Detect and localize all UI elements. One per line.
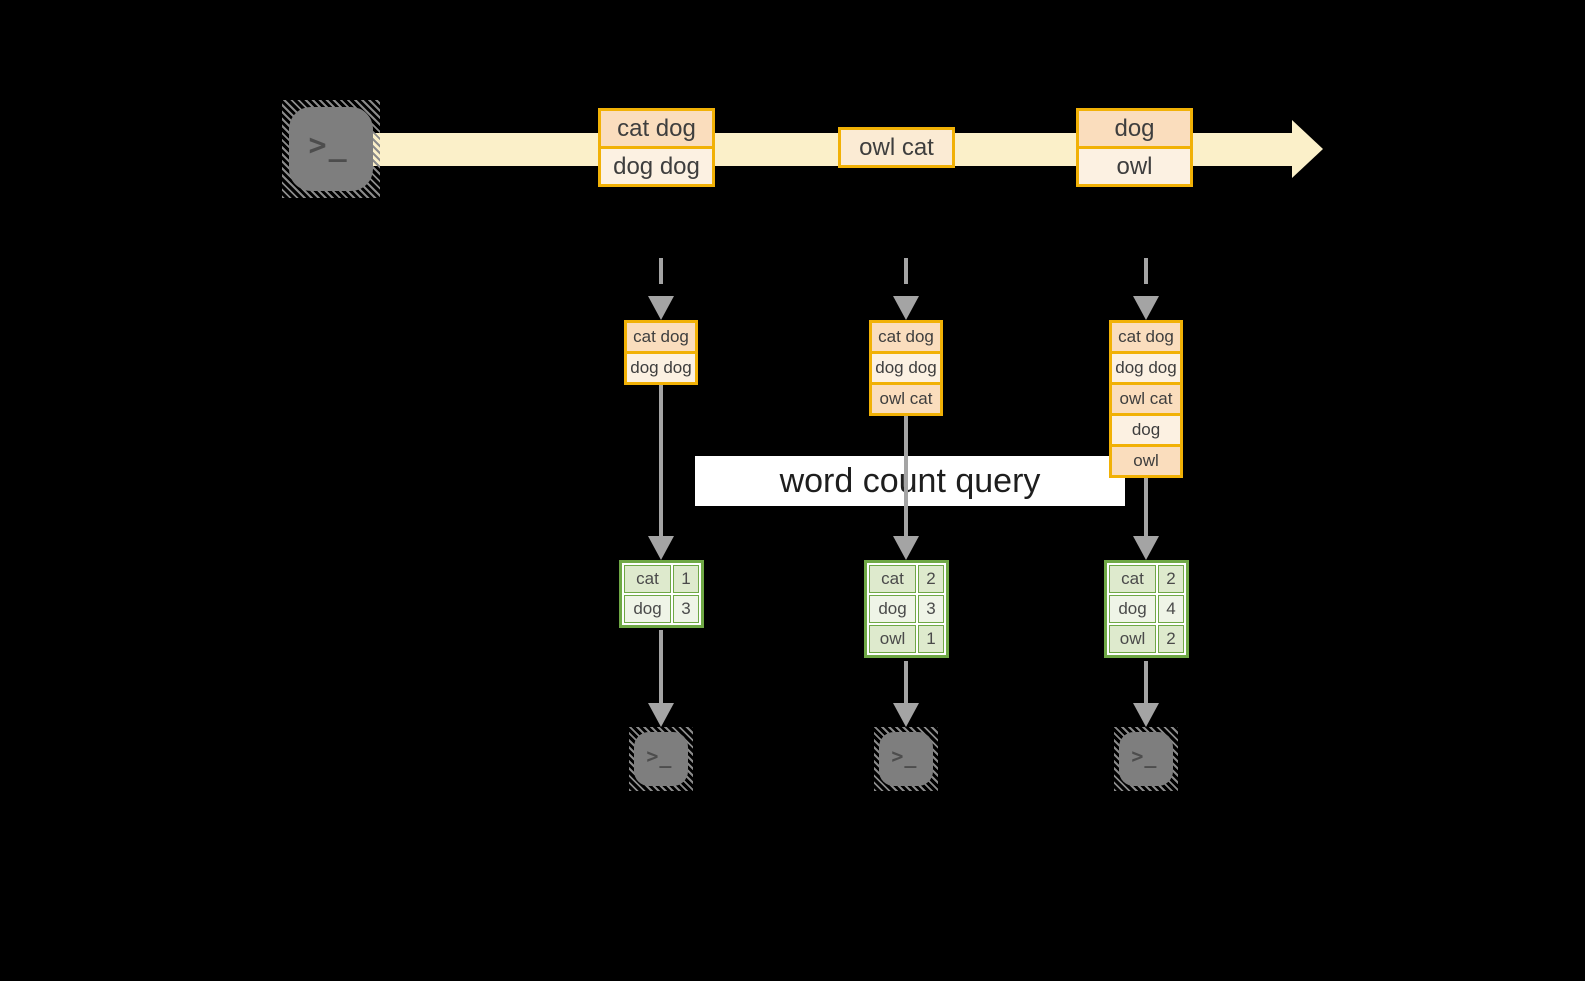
flow-arrowhead-icon xyxy=(1133,536,1159,560)
ingest-arrowhead-icon xyxy=(893,296,919,320)
terminal-body: >_ xyxy=(1119,732,1173,786)
state-box-3: cat dog dog dog owl cat dog owl xyxy=(1109,320,1183,478)
result-count-cell: 1 xyxy=(673,565,699,593)
result-word-cell: owl xyxy=(1109,625,1156,653)
result-count-cell: 3 xyxy=(673,595,699,623)
terminal-prompt-glyph: >_ xyxy=(308,127,349,163)
terminal-prompt-glyph: >_ xyxy=(646,744,673,769)
flow-arrowhead-icon xyxy=(648,703,674,727)
state-record: owl cat xyxy=(872,385,940,413)
result-count-cell: 3 xyxy=(918,595,944,623)
state-record: owl xyxy=(1112,447,1180,475)
query-label-band: word count query xyxy=(695,456,1125,506)
sink-terminal-icon-1: >_ xyxy=(629,727,693,791)
terminal-body: >_ xyxy=(879,732,933,786)
state-box-2: cat dog dog dog owl cat xyxy=(869,320,943,416)
result-count-cell: 4 xyxy=(1158,595,1184,623)
ingest-arrowhead-icon xyxy=(648,296,674,320)
result-word-cell: owl xyxy=(869,625,916,653)
result-word-cell: cat xyxy=(1109,565,1156,593)
state-record: dog dog xyxy=(627,354,695,382)
stream-record: owl cat xyxy=(841,130,952,165)
ingest-arrow-dash xyxy=(659,258,663,284)
flow-arrowhead-icon xyxy=(648,536,674,560)
state-record: dog dog xyxy=(1112,354,1180,382)
terminal-prompt-glyph: >_ xyxy=(891,744,918,769)
stream-record: owl xyxy=(1079,149,1190,184)
result-count-cell: 2 xyxy=(918,565,944,593)
state-record: cat dog xyxy=(627,323,695,351)
flow-line xyxy=(904,661,908,703)
sink-terminal-icon-2: >_ xyxy=(874,727,938,791)
result-word-cell: dog xyxy=(624,595,671,623)
flow-arrowhead-icon xyxy=(893,536,919,560)
result-word-cell: cat xyxy=(624,565,671,593)
state-record: dog xyxy=(1112,416,1180,444)
stream-record: cat dog xyxy=(601,111,712,146)
flow-arrowhead-icon xyxy=(1133,703,1159,727)
stream-record: dog xyxy=(1079,111,1190,146)
sink-terminal-icon-3: >_ xyxy=(1114,727,1178,791)
result-word-cell: dog xyxy=(1109,595,1156,623)
result-table-3: cat 2 dog 4 owl 2 xyxy=(1104,560,1189,658)
result-count-cell: 2 xyxy=(1158,565,1184,593)
stream-record: dog dog xyxy=(601,149,712,184)
result-count-cell: 2 xyxy=(1158,625,1184,653)
flow-line xyxy=(1144,478,1148,536)
result-table-1: cat 1 dog 3 xyxy=(619,560,704,628)
flow-line xyxy=(904,416,908,536)
result-word-cell: dog xyxy=(869,595,916,623)
flow-arrowhead-icon xyxy=(893,703,919,727)
state-record: owl cat xyxy=(1112,385,1180,413)
result-word-cell: cat xyxy=(869,565,916,593)
flow-line xyxy=(659,385,663,536)
stream-record-box-1: cat dog dog dog xyxy=(598,108,715,187)
flow-line xyxy=(1144,661,1148,703)
result-count-cell: 1 xyxy=(918,625,944,653)
state-record: cat dog xyxy=(1112,323,1180,351)
query-label: word count query xyxy=(779,461,1041,500)
result-table-2: cat 2 dog 3 owl 1 xyxy=(864,560,949,658)
stream-arrowhead-icon xyxy=(1292,120,1323,178)
stream-record-box-2: owl cat xyxy=(838,127,955,168)
ingest-arrow-dash xyxy=(904,258,908,284)
ingest-arrowhead-icon xyxy=(1133,296,1159,320)
state-record: cat dog xyxy=(872,323,940,351)
state-record: dog dog xyxy=(872,354,940,382)
terminal-body: >_ xyxy=(289,107,373,191)
ingest-arrow-dash xyxy=(1144,258,1148,284)
state-box-1: cat dog dog dog xyxy=(624,320,698,385)
terminal-body: >_ xyxy=(634,732,688,786)
terminal-prompt-glyph: >_ xyxy=(1131,744,1158,769)
flow-line xyxy=(659,630,663,703)
stream-record-box-3: dog owl xyxy=(1076,108,1193,187)
source-terminal-icon: >_ xyxy=(282,100,380,198)
